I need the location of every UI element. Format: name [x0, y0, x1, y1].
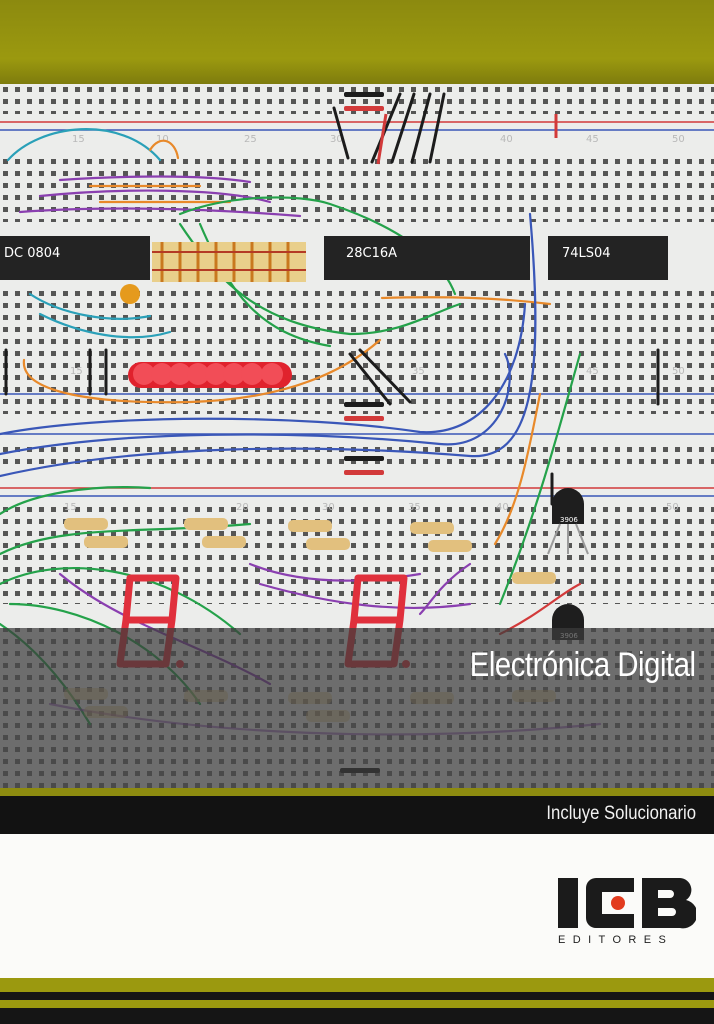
- black-jumpers: [4, 92, 660, 506]
- chip-label: DC 0804: [4, 246, 60, 261]
- column-number: 30: [322, 502, 335, 513]
- title-band: [0, 628, 714, 788]
- column-number: 50: [672, 134, 685, 145]
- chip-28c16a: 28C16A: [324, 236, 530, 280]
- chip-label: 74LS04: [562, 246, 611, 261]
- column-number: 50: [666, 502, 679, 513]
- top-olive-band: [0, 0, 714, 84]
- column-number: 15: [70, 366, 83, 377]
- column-numbers: 15 10 25 30 40 45 50 15 35 45 50 15 20 3…: [64, 134, 685, 513]
- column-number: 45: [586, 366, 599, 377]
- transistor: 3906: [547, 488, 589, 555]
- transistor-label: 3906: [560, 516, 578, 524]
- column-number: 15: [72, 134, 85, 145]
- subtitle-band: [0, 796, 714, 834]
- column-number: 30: [330, 134, 343, 145]
- column-number: 35: [408, 502, 421, 513]
- column-number: 35: [412, 366, 425, 377]
- chip-label: 28C16A: [346, 246, 397, 261]
- publisher-imprint: EDITORES: [558, 934, 674, 946]
- book-title: Electrónica Digital: [470, 646, 696, 684]
- column-number: 50: [672, 366, 685, 377]
- resistor-array: [152, 242, 306, 282]
- hole-strip: [0, 284, 714, 414]
- bottom-stripe: [0, 992, 714, 1000]
- column-number: 20: [236, 502, 249, 513]
- column-number: 10: [156, 134, 169, 145]
- column-number: 45: [586, 134, 599, 145]
- breadboard-photo: 15 10 25 30 40 45 50 15 35 45 50 15 20 3…: [0, 84, 714, 790]
- column-number: 40: [500, 134, 513, 145]
- column-number: 40: [496, 502, 509, 513]
- column-number: 25: [244, 134, 257, 145]
- bottom-stripe: [0, 1008, 714, 1024]
- led-row: [128, 362, 292, 388]
- chip-74ls04: 74LS04: [548, 236, 668, 280]
- hole-strip: [0, 154, 714, 222]
- column-number: 15: [64, 502, 77, 513]
- olive-strip: [0, 788, 714, 796]
- chip-adc0804: DC 0804: [0, 236, 150, 280]
- book-subtitle: Incluye Solucionario: [546, 803, 696, 824]
- capacitor: [120, 284, 140, 304]
- icb-logo-icon: [558, 878, 696, 929]
- publisher-logo: EDITORES: [556, 874, 700, 954]
